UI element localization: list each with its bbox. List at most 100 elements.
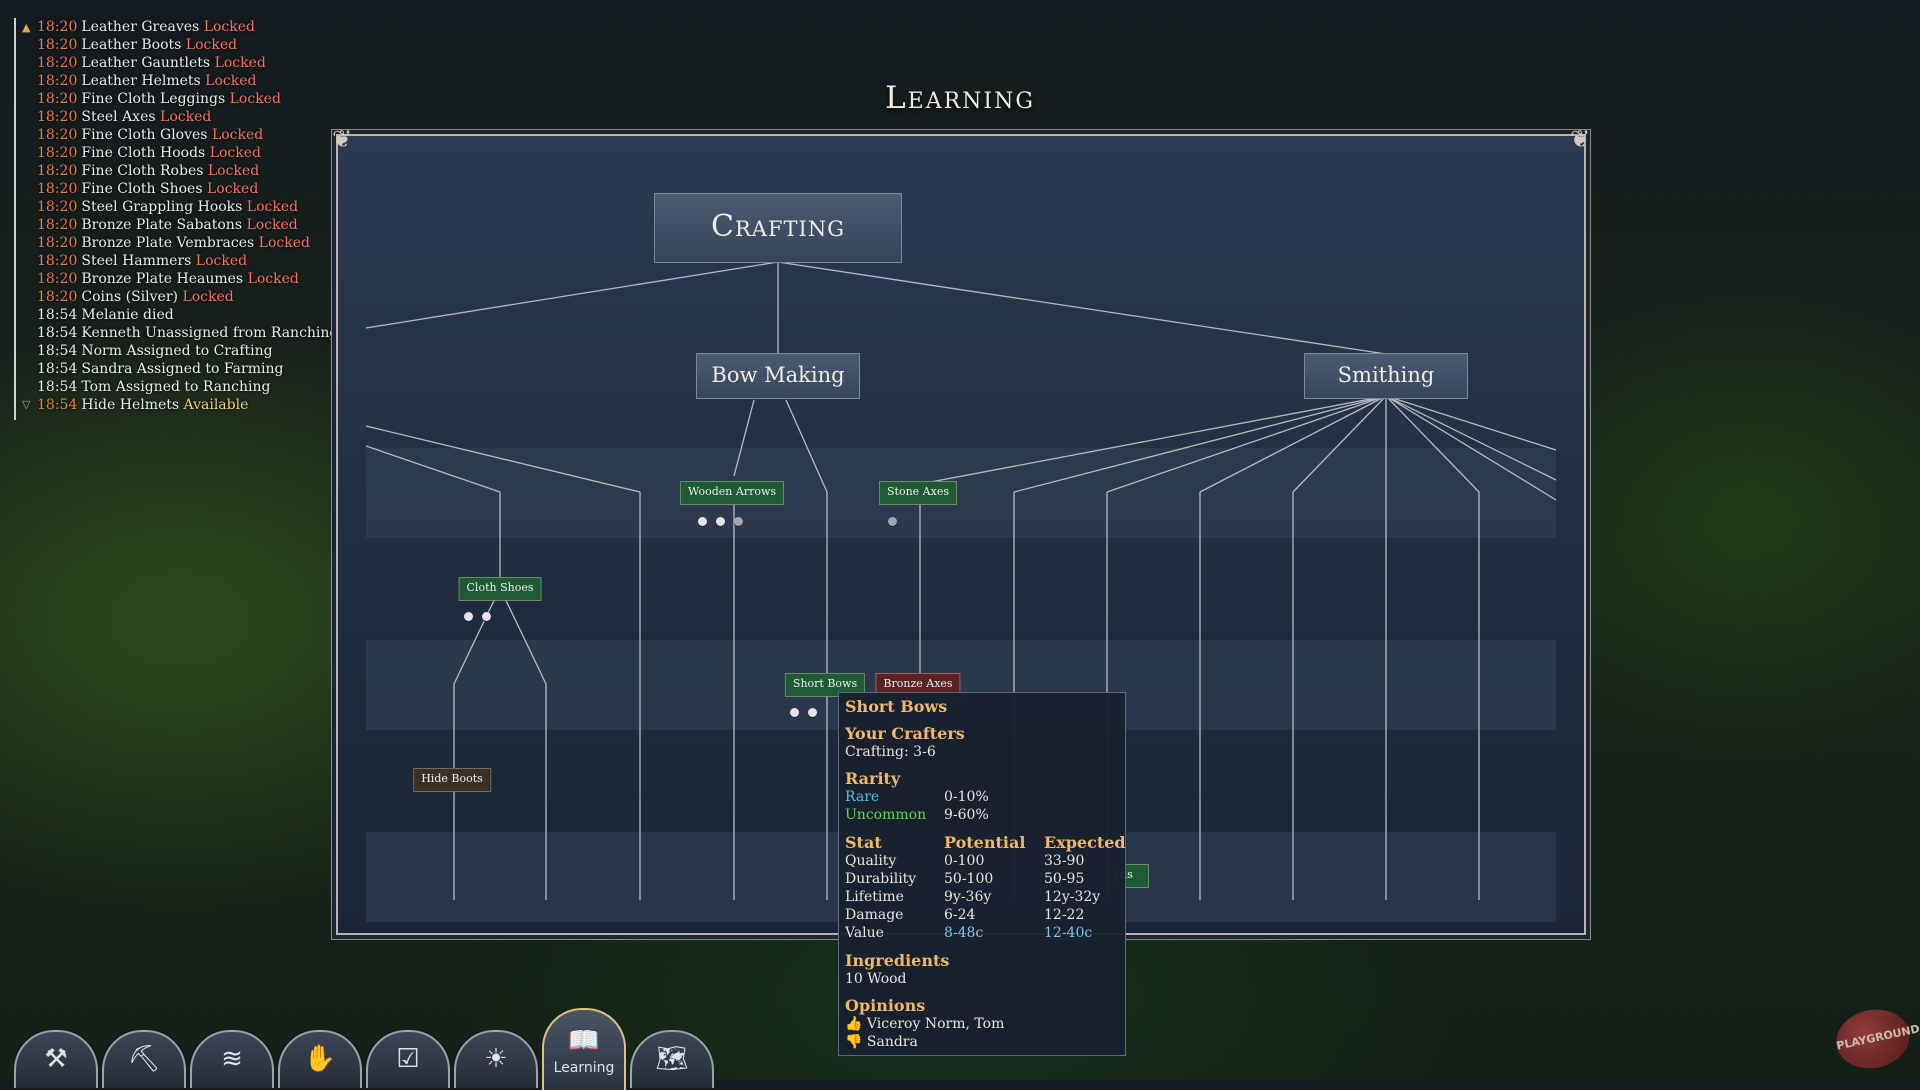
logs-icon: ≋: [221, 1044, 243, 1074]
log-text: Leather Boots: [81, 37, 182, 53]
log-status: Locked: [214, 55, 266, 71]
log-text: Kenneth Unassigned from Ranching: [81, 325, 339, 341]
sun-icon: ☀: [484, 1044, 508, 1074]
log-time: 18:20: [37, 145, 78, 161]
stat-potential: 8-48c: [944, 925, 984, 941]
expected-header: Expected: [1044, 833, 1126, 852]
log-text: Norm Assigned to Crafting: [81, 343, 273, 359]
checklist-icon: ☑: [396, 1044, 420, 1074]
log-status: Locked: [246, 217, 298, 233]
rarity-rare-range: 0-10%: [944, 789, 989, 805]
recipe-wooden-arrows[interactable]: Wooden Arrows: [679, 481, 785, 505]
crafter-avatars: [790, 702, 826, 718]
log-status: Locked: [229, 91, 281, 107]
toolbar-button-tasks[interactable]: ☑: [366, 1030, 450, 1088]
log-time: 18:20: [37, 55, 78, 71]
thumbs-up-icon: 👍: [845, 1016, 863, 1032]
log-status: Locked: [247, 271, 299, 287]
stat-expected: 33-90: [1044, 853, 1085, 869]
stat-potential: 50-100: [944, 871, 994, 887]
stat-name: Lifetime: [845, 889, 904, 905]
log-status: Locked: [207, 163, 260, 179]
toolbar-button-dig[interactable]: ⛏: [102, 1030, 186, 1088]
log-status: Locked: [182, 289, 234, 305]
toolbar-button-map[interactable]: 🗺: [630, 1030, 714, 1088]
hammer-icon: ⚒: [44, 1044, 68, 1074]
avatar: [464, 612, 473, 621]
scroll-up-icon[interactable]: ▲: [22, 21, 31, 34]
log-text: Leather Helmets: [81, 73, 201, 89]
toolbar-button-build[interactable]: ⚒: [14, 1030, 98, 1088]
potential-header: Potential: [944, 833, 1026, 852]
avatar: [790, 708, 799, 717]
opinion-like-row: 👍 Viceroy Norm, Tom: [845, 1016, 1004, 1032]
log-status: Available: [183, 397, 249, 413]
crafters-range: Crafting: 3-6: [845, 744, 936, 760]
avatar: [716, 517, 725, 526]
scroll-down-icon[interactable]: ▽: [22, 398, 31, 411]
log-time: 18:54: [37, 379, 78, 395]
log-time: 18:20: [37, 235, 78, 251]
rarity-uncommon-label: Uncommon: [845, 807, 927, 823]
log-status: Locked: [203, 19, 255, 35]
log-text: Fine Cloth Leggings: [81, 91, 226, 107]
log-text: Steel Grappling Hooks: [81, 199, 243, 215]
recipe-stone-axes[interactable]: Stone Axes: [879, 481, 957, 505]
crafter-avatars: [698, 511, 752, 527]
log-text: Fine Cloth Hoods: [81, 145, 206, 161]
stat-name: Damage: [845, 907, 904, 923]
log-status: Locked: [160, 109, 212, 125]
dislikes-names: Sandra: [866, 1034, 918, 1050]
log-time: 18:20: [37, 127, 78, 143]
stat-potential: 6-24: [944, 907, 976, 923]
map-icon: 🗺: [655, 1044, 689, 1074]
recipe-cloth-shoes[interactable]: Cloth Shoes: [458, 577, 542, 601]
toolbar-button-learning[interactable]: 📖Learning: [542, 1008, 626, 1090]
log-time: 18:20: [37, 109, 78, 125]
thumbs-down-icon: 👎: [845, 1034, 863, 1050]
stat-potential: 9y-36y: [944, 889, 992, 905]
avatar: [734, 517, 743, 526]
log-text: Bronze Plate Vembraces: [81, 235, 255, 251]
ingredients-list: 10 Wood: [845, 971, 907, 987]
log-status: Locked: [246, 199, 299, 215]
rarity-heading: Rarity: [845, 769, 901, 788]
log-time: 18:54: [37, 343, 78, 359]
log-text: Coins (Silver): [81, 289, 178, 305]
stat-name: Quality: [845, 853, 897, 869]
log-time: 18:54: [37, 397, 78, 413]
log-text: Leather Gauntlets: [81, 55, 211, 71]
toolbar-button-orders[interactable]: ✋: [278, 1030, 362, 1088]
log-text: Bronze Plate Heaumes: [81, 271, 244, 287]
recipe-hide-boots[interactable]: Hide Boots: [413, 768, 491, 792]
log-time: 18:54: [37, 307, 78, 323]
tree-node-crafting[interactable]: Crafting: [654, 193, 902, 263]
log-text: Fine Cloth Robes: [81, 163, 204, 179]
avatar: [808, 708, 817, 717]
likes-names: Viceroy Norm, Tom: [866, 1016, 1005, 1032]
opinion-dislike-row: 👎 Sandra: [845, 1034, 918, 1050]
tree-node-bow-making[interactable]: Bow Making: [696, 353, 860, 399]
log-time: 18:20: [37, 37, 78, 53]
toolbar-button-time[interactable]: ☀: [454, 1030, 538, 1088]
rarity-rare-label: Rare: [845, 789, 880, 805]
log-text: Leather Greaves: [81, 19, 200, 35]
log-time: 18:54: [37, 325, 78, 341]
tree-node-smithing[interactable]: Smithing: [1304, 353, 1468, 399]
log-text: Hide Helmets: [81, 397, 180, 413]
crafters-heading: Your Crafters: [845, 724, 965, 743]
toolbar-button-resources[interactable]: ≋: [190, 1030, 274, 1088]
